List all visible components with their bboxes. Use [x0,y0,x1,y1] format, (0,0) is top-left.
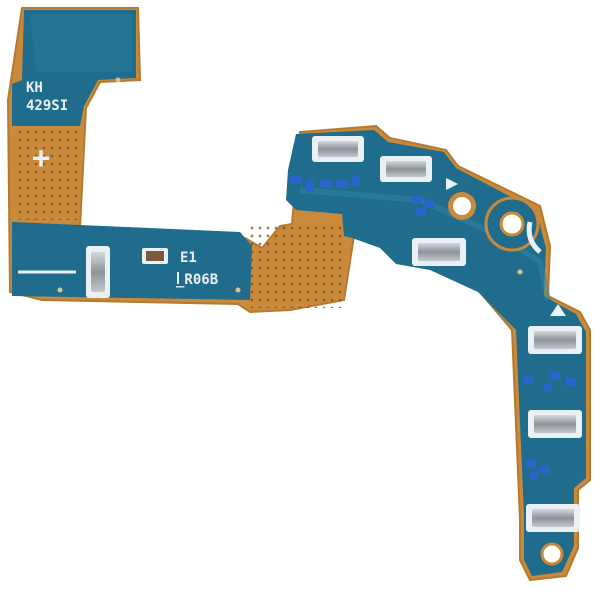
curve-mark [526,221,542,254]
via-field-middle [248,226,344,308]
top-tab-mask [12,10,136,126]
mount-hole-upper-inner [453,197,471,215]
left-segment-mask [12,222,252,300]
silk-text-e1: E1 [180,250,197,266]
blue-components-cluster-3 [524,372,576,392]
capacitor-brown [142,248,168,264]
mount-hole-bottom [540,542,564,566]
test-point-3 [235,287,241,293]
contact-pad-2 [380,156,432,182]
silk-text-429si: 429SI [26,98,68,114]
blue-components-cluster-2 [412,196,434,216]
contact-pad-1 [312,136,364,162]
top-tab-highlight [30,14,132,72]
silk-text-kh: KH [26,80,43,96]
via-field-left [14,130,78,220]
test-point-2 [115,77,121,83]
arrow-mark-upper [446,178,458,190]
contact-pad-4 [528,326,582,354]
silk-text-r06b: _R06B [176,272,218,288]
contact-pad-vertical [86,246,110,298]
test-point-4 [517,269,523,275]
silk-plus-mark: + [32,141,50,176]
arrow-mark-right [550,304,566,316]
contact-pad-3 [412,238,466,266]
mount-hole-ring-inner [499,211,525,237]
blue-components-cluster-4 [526,460,550,480]
contact-pad-6 [526,504,580,532]
blue-components-cluster-1 [290,176,360,192]
contact-pad-5 [528,410,582,438]
test-point-1 [57,287,63,293]
